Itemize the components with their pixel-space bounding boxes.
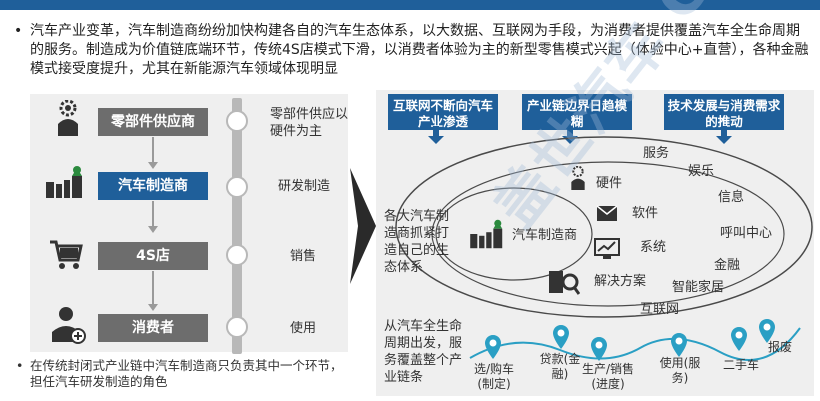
intro-text: 汽车产业变革，汽车制造商纷纷加快构建各自的汽车生态体系，以大数据、互联网为手段，… — [30, 23, 809, 77]
mail-icon — [596, 203, 618, 223]
stage-label-usage: 使用(服务) — [659, 356, 701, 385]
gear-person-icon — [566, 165, 590, 190]
ring-label-internet: 互联网 — [640, 302, 680, 317]
lifecycle-label: 从汽车全生命周期出发，服务覆盖整个产业链条 — [384, 319, 463, 385]
timeline-node — [226, 110, 248, 132]
ring-label-entertainment: 娱乐 — [688, 164, 715, 179]
lifecycle-path — [469, 327, 801, 361]
role-box-supplier: 零部件供应商 — [98, 108, 208, 136]
chain-connector — [152, 201, 154, 227]
timeline-node — [226, 316, 248, 338]
arrow-down-icon — [148, 304, 158, 311]
location-pin-icon — [590, 336, 608, 362]
ecosystem-center-label: 汽车制造商 — [512, 228, 578, 243]
stage-label-used-car: 二手车 — [722, 358, 759, 372]
location-pin-icon — [484, 334, 502, 360]
footnote-text: 在传统封闭式产业链中汽车制造商只负责其中一个环节，担任汽车研发制造的角色 — [30, 358, 343, 389]
side-label-consumer: 使用 — [290, 321, 317, 336]
ecosystem-outer-label: 各大汽车制造商抓紧打造自己的生态体系 — [384, 209, 450, 275]
location-pin-icon — [670, 332, 688, 358]
stage-label-loan: 贷款(金融) — [539, 352, 581, 381]
ring-label-software: 软件 — [632, 206, 659, 221]
factory-icon — [44, 164, 88, 200]
person-plus-icon — [50, 306, 86, 344]
bullet-dot: • — [14, 23, 23, 39]
role-box-dealer: 4S店 — [98, 242, 208, 270]
chevron-right-icon — [350, 168, 376, 284]
arrow-down-icon — [148, 226, 158, 233]
factory-icon — [468, 218, 508, 254]
bullet-dot: • — [16, 358, 24, 373]
ring-label-call-center: 呼叫中心 — [720, 226, 773, 241]
ring-label-information: 信息 — [718, 190, 745, 205]
stage-label-purchase: 选/购车(制定) — [473, 362, 515, 391]
driver-box-tech: 技术发展与消费需求的推动 — [664, 94, 784, 130]
gear-person-icon — [50, 99, 86, 136]
cart-icon — [48, 236, 84, 272]
side-label-dealer: 销售 — [290, 249, 317, 264]
footnote-bullet: • 在传统封闭式产业链中汽车制造商只负责其中一个环节，担任汽车研发制造的角色 — [16, 358, 350, 390]
ring-label-hardware: 硬件 — [596, 176, 623, 191]
role-box-consumer: 消费者 — [98, 314, 208, 342]
header-bar — [0, 0, 820, 10]
driver-box-internet: 互联网不断向汽车产业渗透 — [388, 94, 498, 130]
intro-bullet: • 汽车产业变革，汽车制造商纷纷加快构建各自的汽车生态体系，以大数据、互联网为手… — [14, 22, 810, 79]
monitor-chart-icon — [594, 238, 620, 260]
chain-connector — [152, 271, 154, 305]
process-track — [232, 98, 242, 354]
document-search-icon — [548, 270, 581, 296]
chain-connector — [152, 137, 154, 163]
arrow-down-icon — [148, 162, 158, 169]
role-box-automaker: 汽车制造商 — [98, 172, 208, 200]
driver-box-boundary: 产业链边界日趋模糊 — [522, 94, 632, 130]
traditional-chain-panel — [30, 94, 348, 352]
side-label-supplier: 零部件供应以硬件为主 — [270, 107, 349, 139]
stage-label-production: 生产/销售(进度) — [581, 362, 635, 391]
ring-label-service: 服务 — [643, 146, 670, 161]
ring-label-finance: 金融 — [714, 258, 741, 273]
location-pin-icon — [758, 318, 776, 344]
side-label-automaker: 研发制造 — [278, 179, 331, 194]
stage-label-scrap: 报废 — [767, 340, 792, 354]
ring-label-system: 系统 — [640, 240, 667, 255]
ecosystem-ellipses — [395, 136, 813, 318]
location-pin-icon — [552, 324, 570, 350]
ring-label-solutions: 解决方案 — [594, 274, 647, 289]
timeline-node — [226, 244, 248, 266]
location-pin-icon — [730, 326, 748, 352]
timeline-node — [226, 176, 248, 198]
ring-label-smart-home: 智能家居 — [672, 280, 725, 295]
